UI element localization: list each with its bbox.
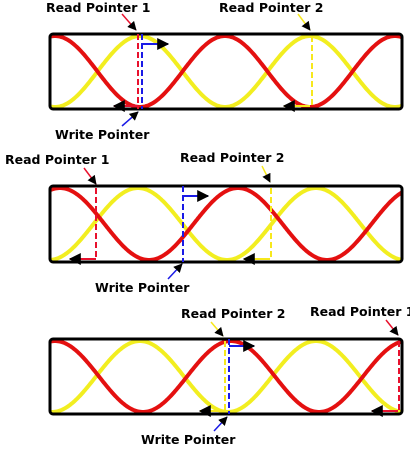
panel-2-read-pointer-1-label: Read Pointer 1 (5, 152, 109, 167)
panel-1: Read Pointer 1 Read Pointer 2 Write Poin… (46, 0, 404, 142)
panel-3-read-pointer-2-label: Read Pointer 2 (181, 306, 285, 321)
panel-1-buffer-frame (48, 32, 404, 111)
panel-1-read-pointer-2-callout (297, 13, 311, 31)
panel-2-yellow-wave (50, 186, 402, 262)
panel-2-write-pointer-callout (167, 263, 183, 280)
panel-3-buffer-frame (48, 337, 404, 416)
panel-1-read-pointer-1-label: Read Pointer 1 (46, 0, 150, 15)
panel-3-write-pointer-callout (213, 416, 228, 432)
panel-1-yellow-wave (50, 34, 402, 109)
panel-1-write-pointer-callout (121, 111, 139, 127)
panel-1-read-pointer-2-label: Read Pointer 2 (219, 0, 323, 15)
panel-2-read-pointer-1-callout (83, 167, 97, 185)
panel-2-write-pointer-label: Write Pointer (95, 280, 190, 295)
panel-3-read-pointer-2-callout (210, 321, 224, 337)
panel-1-red-wave (50, 34, 402, 109)
panel-2-read-pointer-2-callout (261, 165, 271, 183)
panel-1-read-pointer-1-callout (121, 13, 137, 31)
panel-3-read-pointer-1-label: Read Pointer 1 (310, 304, 410, 319)
panel-3-write-pointer-label: Write Pointer (141, 432, 236, 447)
panel-3-yellow-wave (50, 339, 402, 414)
panel-1-write-pointer-label: Write Pointer (55, 127, 150, 142)
panel-2-red-wave (50, 186, 402, 262)
panel-3-read-pointer-1-callout (385, 319, 399, 336)
panel-3: Read Pointer 2 Read Pointer 1 Write Poin… (48, 304, 410, 447)
panel-2-buffer-frame (48, 184, 404, 264)
panel-2-read-pointer-2-label: Read Pointer 2 (180, 150, 284, 165)
panel-2: Read Pointer 1 Read Pointer 2 Write Poin… (5, 150, 404, 295)
